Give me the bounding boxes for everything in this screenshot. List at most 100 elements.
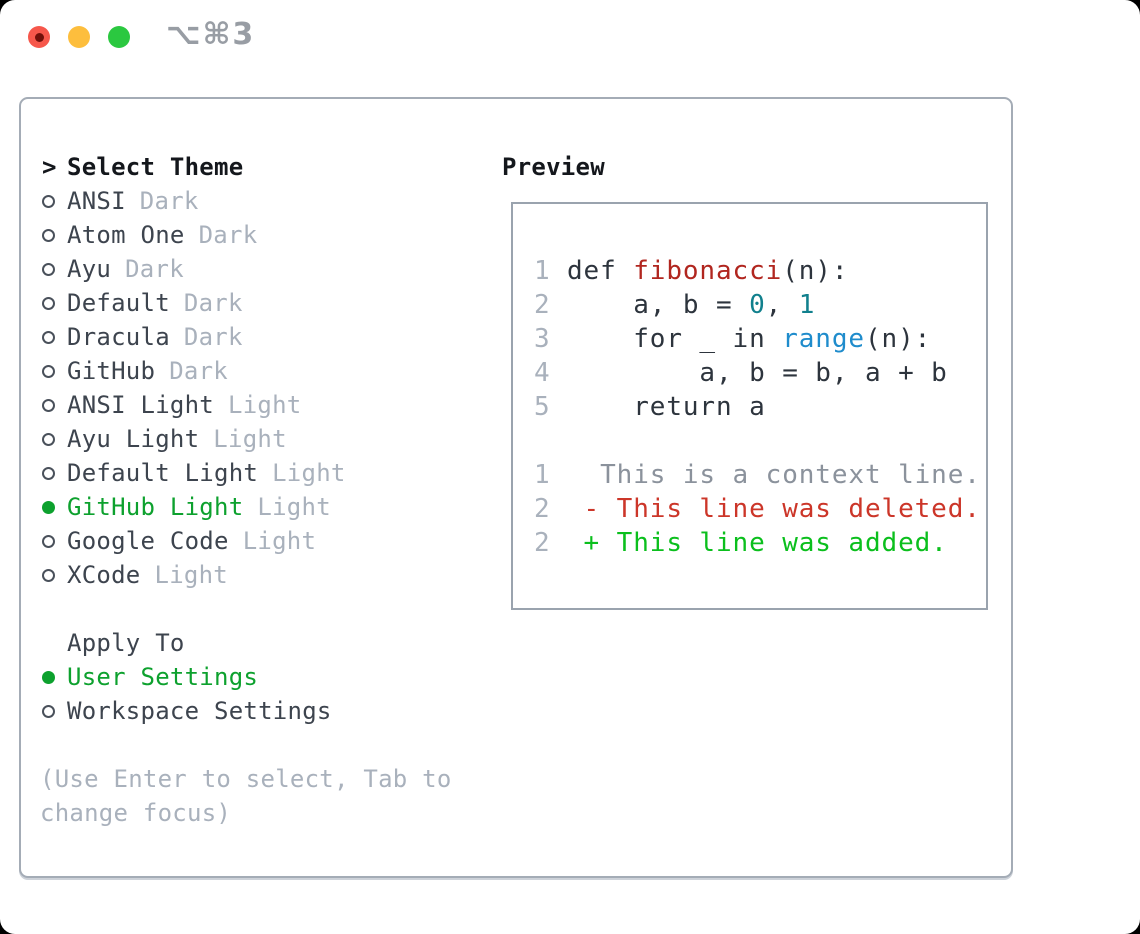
code-line: 1 This is a context line. (534, 458, 986, 492)
radio-selected-icon (42, 500, 67, 514)
token-code: a, b = (567, 290, 750, 320)
radio-icon (42, 398, 67, 412)
apply-option-user-settings[interactable]: User Settings (42, 660, 452, 694)
code-text: def fibonacci(n): (567, 256, 848, 286)
apply-to-header: Apply To (42, 626, 452, 660)
theme-variant-tag: Light (272, 459, 346, 487)
token-code: (n): (864, 324, 932, 354)
code-line: 4 a, b = b, a + b (534, 356, 986, 390)
line-number: 4 (534, 358, 551, 388)
radio-icon (42, 228, 67, 242)
token-code: return a (567, 392, 766, 422)
zoom-button[interactable] (108, 26, 130, 48)
token-builtin: range (782, 324, 865, 354)
code-line: 1 def fibonacci(n): (534, 254, 986, 288)
radio-icon (42, 296, 67, 310)
theme-option-dracula[interactable]: Dracula Dark (42, 320, 452, 354)
token-code: a, b = b, a + b (567, 358, 948, 388)
line-number: 2 (534, 528, 551, 558)
code-line: 5 return a (534, 390, 986, 424)
code-text: for _ in range(n): (567, 324, 931, 354)
preview-title: Preview (502, 153, 605, 181)
radio-icon (42, 364, 67, 378)
theme-option-label: XCode (67, 561, 141, 589)
token-num: 1 (798, 290, 816, 320)
focus-caret-icon: > (42, 153, 57, 181)
token-added: + This line was added. (567, 528, 948, 558)
theme-variant-tag: Dark (169, 357, 228, 385)
token-func: fibonacci (633, 256, 783, 286)
theme-option-label: Default (67, 289, 170, 317)
theme-option-label: GitHub (67, 357, 156, 385)
token-num: 0 (749, 290, 766, 320)
apply-option-label: Workspace Settings (67, 697, 332, 725)
apply-option-workspace-settings[interactable]: Workspace Settings (42, 694, 452, 728)
code-text: - This line was deleted. (567, 494, 981, 524)
theme-option-github[interactable]: GitHub Dark (42, 354, 452, 388)
minimize-button[interactable] (68, 26, 90, 48)
help-text-line-1: (Use Enter to select, Tab to (40, 765, 452, 793)
theme-variant-tag: Dark (125, 255, 184, 283)
theme-variant-tag: Dark (198, 221, 258, 249)
token-code: for _ in (567, 324, 783, 354)
theme-option-label: Ayu (67, 255, 112, 283)
line-number: 2 (534, 494, 551, 524)
token-code: (n): (782, 256, 849, 286)
theme-variant-tag: Dark (183, 323, 243, 351)
theme-option-label: ANSI Light (67, 391, 214, 419)
code-line (534, 424, 986, 458)
help-text-line-2: change focus) (40, 799, 232, 827)
radio-icon (42, 262, 67, 276)
radio-icon (42, 432, 67, 446)
theme-option-default-light[interactable]: Default Light Light (42, 456, 452, 490)
theme-variant-tag: Light (257, 493, 331, 521)
token-code: , (765, 290, 799, 320)
spacer-row (42, 592, 452, 626)
code-text: This is a context line. (567, 460, 981, 490)
theme-variant-tag: Light (154, 561, 228, 589)
select-theme-header: > Select Theme (42, 150, 452, 184)
theme-option-label: Google Code (67, 527, 229, 555)
theme-option-label: Ayu Light (67, 425, 200, 453)
radio-icon (42, 466, 67, 480)
traffic-lights (28, 26, 130, 48)
theme-option-label: Default Light (67, 459, 259, 487)
code-text: a, b = b, a + b (567, 358, 948, 388)
code-text: + This line was added. (567, 528, 948, 558)
line-number: 3 (534, 324, 551, 354)
theme-option-ansi-light[interactable]: ANSI Light Light (42, 388, 452, 422)
code-line: 2 + This line was added. (534, 526, 986, 560)
theme-option-xcode[interactable]: XCode Light (42, 558, 452, 592)
radio-selected-icon (42, 670, 67, 684)
code-line: 2 - This line was deleted. (534, 492, 986, 526)
code-line: 3 for _ in range(n): (534, 322, 986, 356)
apply-to-title: Apply To (67, 629, 185, 657)
theme-option-ayu[interactable]: Ayu Dark (42, 252, 452, 286)
theme-option-label: ANSI (67, 187, 126, 215)
line-number: 5 (534, 392, 551, 422)
close-button[interactable] (28, 26, 50, 48)
line-number: 1 (534, 256, 551, 286)
theme-variant-tag: Light (228, 391, 302, 419)
token-code: def (567, 256, 634, 286)
select-theme-title: Select Theme (67, 153, 244, 181)
theme-option-label: Dracula (67, 323, 170, 351)
radio-icon (42, 330, 67, 344)
radio-icon (42, 568, 67, 582)
apply-option-label: User Settings (67, 663, 259, 691)
close-button-dot-icon (34, 32, 44, 42)
token-deleted: - This line was deleted. (567, 494, 981, 524)
token-context: This is a context line. (567, 460, 981, 490)
code-text: return a (567, 392, 766, 422)
